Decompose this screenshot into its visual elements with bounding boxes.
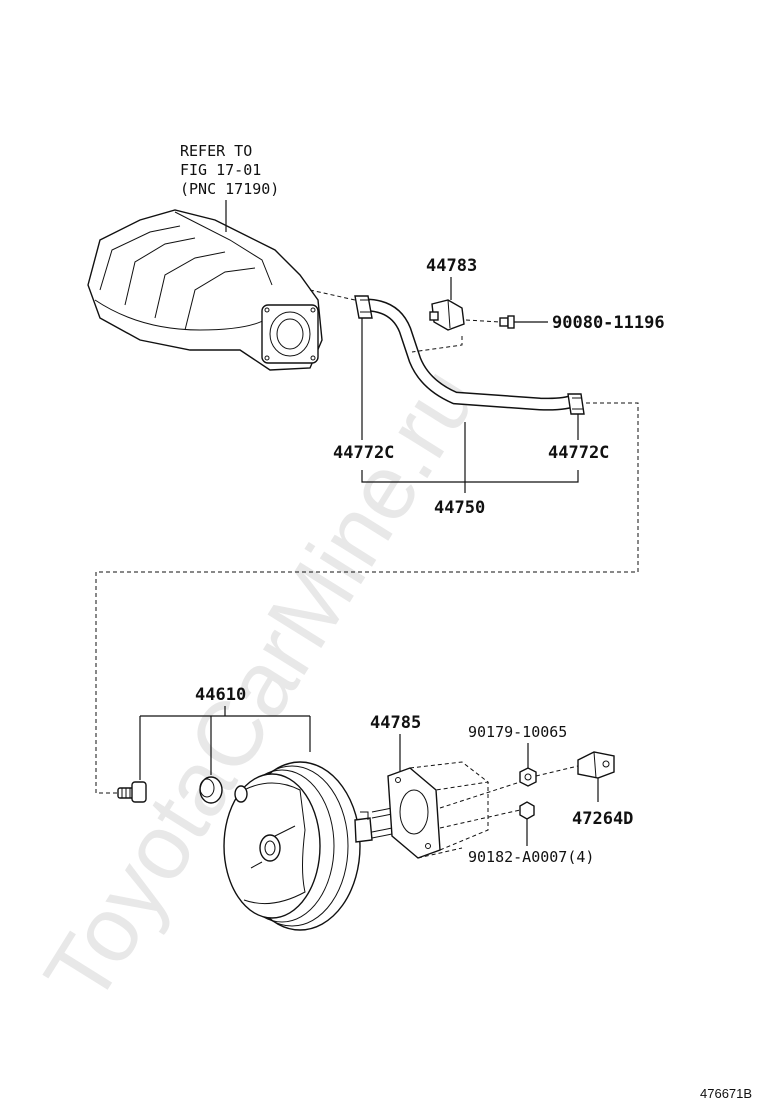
grommet-illustration <box>199 776 223 804</box>
part-label-44610: 44610 <box>195 685 246 705</box>
clevis-illustration <box>577 751 615 779</box>
figure-id: 476671B <box>700 1086 752 1101</box>
part-label-44785: 44785 <box>370 713 421 733</box>
part-label-44772c-right: 44772C <box>548 443 609 463</box>
stud-to-nut-dash-lower <box>439 809 521 829</box>
check-valve-illustration <box>429 299 465 331</box>
hose-clip-right <box>567 393 585 415</box>
valve-to-hose-dash <box>411 336 463 353</box>
union-bolt-illustration <box>117 781 147 803</box>
screw-illustration <box>499 315 515 329</box>
gasket-illustration <box>387 767 441 859</box>
valve-to-screw-dash <box>465 319 501 323</box>
refer-text-line3: (PNC 17190) <box>180 180 279 198</box>
hose-to-booster-dash <box>95 402 639 794</box>
bracket-44750 <box>361 470 579 483</box>
part-label-44772c-left: 44772C <box>333 443 394 463</box>
part-label-90182-a0007: 90182-A0007(4) <box>468 848 594 866</box>
stud-to-nut-dash-upper <box>439 781 521 809</box>
nut-90179-illustration <box>519 767 537 787</box>
part-label-44750: 44750 <box>434 498 485 518</box>
nut-to-clevis-dash <box>535 765 579 777</box>
part-label-44783: 44783 <box>426 256 477 276</box>
part-label-47264d: 47264D <box>572 809 633 829</box>
manifold-to-clip-dash <box>309 289 356 301</box>
part-label-90080-11196: 90080-11196 <box>552 313 665 333</box>
booster-stud-lower <box>371 827 393 839</box>
refer-text-line1: REFER TO <box>180 142 252 160</box>
gasket-bracket-dash <box>409 761 490 859</box>
part-label-90179-10065: 90179-10065 <box>468 723 567 741</box>
brake-booster-illustration <box>223 761 373 931</box>
hose-clip-left <box>354 295 373 319</box>
vacuum-hose-illustration <box>358 298 582 411</box>
nut-90182-illustration <box>519 801 535 820</box>
booster-stud-upper <box>371 807 393 819</box>
intake-manifold-illustration <box>87 209 323 371</box>
refer-text-line2: FIG 17-01 <box>180 161 261 179</box>
